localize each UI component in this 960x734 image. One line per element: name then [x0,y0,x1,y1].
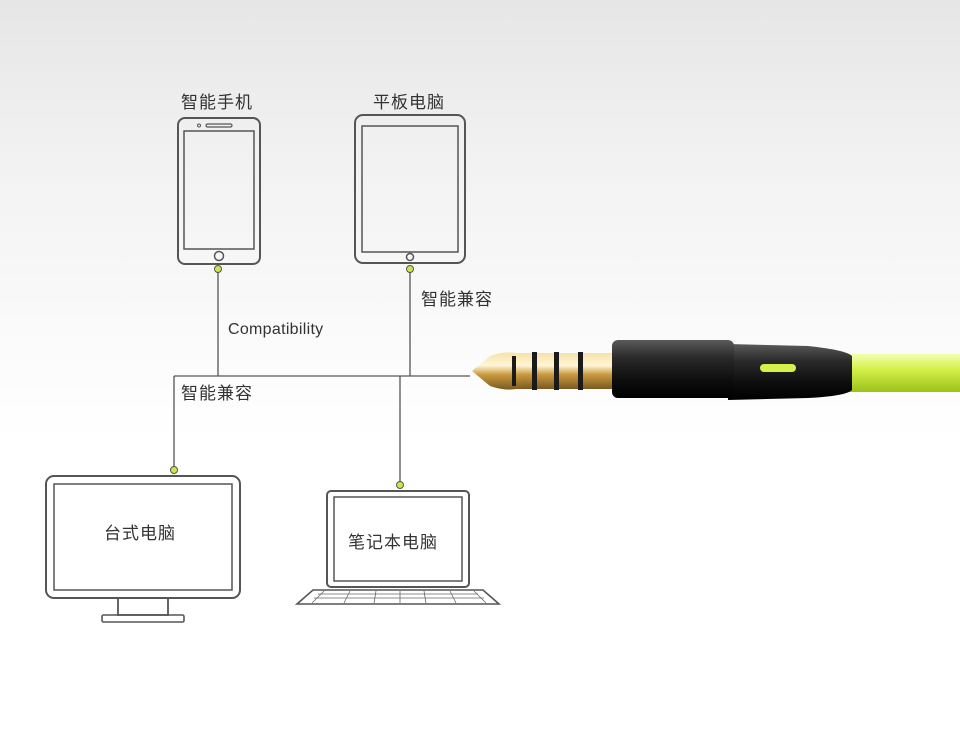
label-compat-main: 智能兼容 [181,384,253,404]
label-desktop: 台式电脑 [104,524,176,544]
connection-lines [173,272,470,485]
audio-jack-plug-icon [472,340,960,400]
node-laptop [396,481,404,489]
connection-nodes [170,265,414,489]
label-compat-tablet: 智能兼容 [421,290,493,310]
tablet-icon [354,114,466,264]
laptop-keyboard [311,590,487,604]
smartphone-icon [177,117,261,265]
node-desktop [170,466,178,474]
node-tablet [406,265,414,273]
label-laptop: 笔记本电脑 [348,533,438,553]
label-tablet: 平板电脑 [373,93,445,113]
desktop-monitor-icon [45,475,241,623]
label-smartphone: 智能手机 [181,93,253,113]
cable [840,354,960,392]
label-compatibility-en: Compatibility [228,321,324,338]
laptop-icon [294,490,502,605]
node-smartphone [214,265,222,273]
